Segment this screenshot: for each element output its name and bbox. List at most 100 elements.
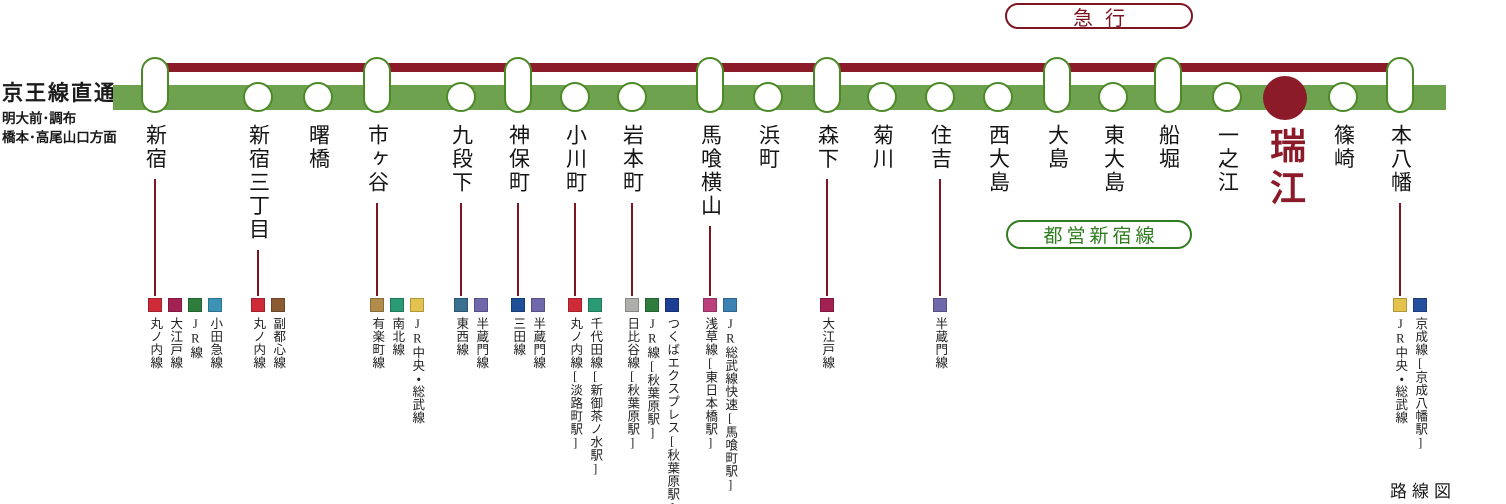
line-color-swatch xyxy=(645,298,659,312)
transfer-item: 丸ノ内線 xyxy=(145,298,165,369)
transfer-list: 丸ノ内線[淡路町駅] 千代田線[新御茶ノ水駅] xyxy=(565,298,605,476)
station-marker-local xyxy=(983,82,1013,112)
station-marker-express xyxy=(141,57,169,113)
transfer-item: 大江戸線 xyxy=(165,298,185,369)
transfer-list: 半蔵門線 xyxy=(930,298,950,369)
transfer-line-label: 千代田線[新御茶ノ水駅] xyxy=(588,317,603,476)
express-badge-label: 急行 xyxy=(1073,7,1137,30)
station-name: 小川町 xyxy=(563,124,588,195)
transfer-list: 丸ノ内線副都心線 xyxy=(248,298,288,369)
transfer-connector-line xyxy=(460,202,462,296)
station-marker-local xyxy=(753,82,783,112)
station-name: 東大島 xyxy=(1101,124,1126,195)
line-color-swatch xyxy=(820,298,834,312)
station-name: 菊川 xyxy=(870,124,895,171)
station-name: 岩本町 xyxy=(620,124,645,195)
transfer-line-label: JR線 xyxy=(188,317,203,359)
line-color-swatch xyxy=(370,298,384,312)
line-color-swatch xyxy=(723,298,737,312)
station-marker-express xyxy=(813,57,841,113)
line-color-swatch xyxy=(933,298,947,312)
line-color-swatch xyxy=(168,298,182,312)
transfer-item: 半蔵門線 xyxy=(528,298,548,369)
station-marker-express xyxy=(1386,57,1414,113)
station-name: 西大島 xyxy=(986,124,1011,195)
line-color-swatch xyxy=(511,298,525,312)
transfer-item: つくばエクスプレス[秋葉原駅] xyxy=(662,298,682,504)
transfer-connector-line xyxy=(257,249,259,296)
transfer-item: 日比谷線[秋葉原駅] xyxy=(622,298,642,504)
transfer-list: 三田線半蔵門線 xyxy=(508,298,548,369)
line-color-swatch xyxy=(531,298,545,312)
station-marker-express xyxy=(1043,57,1071,113)
transfer-item: 半蔵門線 xyxy=(930,298,950,369)
transfer-item: JR中央・総武線 xyxy=(407,298,427,424)
station-name: 市ヶ谷 xyxy=(365,124,390,195)
transfer-line-label: 丸ノ内線[淡路町駅] xyxy=(568,317,583,450)
express-route-line xyxy=(150,63,1396,72)
station-marker-local xyxy=(1328,82,1358,112)
transfer-line-label: JR中央・総武線 xyxy=(1393,317,1408,424)
transfer-item: 京成線[京成八幡駅] xyxy=(1410,298,1430,450)
transfer-line-label: 東西線 xyxy=(454,317,469,356)
line-color-swatch xyxy=(208,298,222,312)
station-marker-local xyxy=(560,82,590,112)
station-name: 浜町 xyxy=(756,124,781,171)
transfer-line-label: JR中央・総武線 xyxy=(410,317,425,424)
line-color-swatch xyxy=(625,298,639,312)
transfer-line-label: 南北線 xyxy=(390,317,405,356)
transfer-item: 三田線 xyxy=(508,298,528,369)
transfer-connector-line xyxy=(376,202,378,296)
transfer-connector-line xyxy=(154,179,156,296)
transfer-line-label: JR総武線快速[馬喰町駅] xyxy=(723,317,738,492)
transfer-line-label: 大江戸線 xyxy=(820,317,835,369)
transfer-line-label: 浅草線[東日本橋駅] xyxy=(703,317,718,450)
transfer-connector-line xyxy=(517,202,519,296)
transfer-list: 有楽町線南北線 JR中央・総武線 xyxy=(367,298,427,424)
transfer-item: 南北線 xyxy=(387,298,407,424)
transfer-item: 千代田線[新御茶ノ水駅] xyxy=(585,298,605,476)
station-name: 神保町 xyxy=(506,124,531,195)
transfer-line-label: 有楽町線 xyxy=(370,317,385,369)
line-color-swatch xyxy=(148,298,162,312)
keio-through-title: 京王線直通 xyxy=(2,81,117,105)
line-color-swatch xyxy=(410,298,424,312)
transfer-item: 丸ノ内線 xyxy=(248,298,268,369)
transfer-connector-line xyxy=(826,179,828,296)
station-name: 新宿三丁目 xyxy=(246,124,271,242)
line-color-swatch xyxy=(474,298,488,312)
transfer-item: JR線[秋葉原駅] xyxy=(642,298,662,504)
station-name: 瑞江 xyxy=(1265,127,1305,211)
line-name-badge: 都営新宿線 xyxy=(1006,220,1192,249)
station-name: 篠崎 xyxy=(1331,124,1356,171)
transfer-line-label: 小田急線 xyxy=(208,317,223,369)
keio-through-note: 京王線直通 明大前･調布 橋本･高尾山口方面 xyxy=(2,82,117,145)
station-name: 馬喰横山 xyxy=(698,124,723,218)
transfer-line-label: 丸ノ内線 xyxy=(148,317,163,369)
transfer-connector-line xyxy=(574,202,576,296)
transfer-line-label: 半蔵門線 xyxy=(933,317,948,369)
transfer-line-label: JR線[秋葉原駅] xyxy=(645,317,660,440)
line-color-swatch xyxy=(271,298,285,312)
transfer-line-label: 半蔵門線 xyxy=(474,317,489,369)
transfer-line-label: 日比谷線[秋葉原駅] xyxy=(625,317,640,450)
line-color-swatch xyxy=(390,298,404,312)
transfer-line-label: つくばエクスプレス[秋葉原駅] xyxy=(665,317,680,504)
line-color-swatch xyxy=(1413,298,1427,312)
transfer-item: 副都心線 xyxy=(268,298,288,369)
transfer-item: JR中央・総武線 xyxy=(1390,298,1410,450)
transfer-connector-line xyxy=(939,179,941,296)
transfer-item: 浅草線[東日本橋駅] xyxy=(700,298,720,492)
line-color-swatch xyxy=(568,298,582,312)
line-color-swatch xyxy=(1393,298,1407,312)
transfer-item: 丸ノ内線[淡路町駅] xyxy=(565,298,585,476)
keio-destination-1: 明大前･調布 xyxy=(2,111,77,126)
transfer-connector-line xyxy=(709,226,711,296)
station-marker-express xyxy=(696,57,724,113)
express-badge: 急行 xyxy=(1005,3,1193,30)
station-marker-local xyxy=(867,82,897,112)
station-name: 本八幡 xyxy=(1388,124,1413,195)
station-marker-local xyxy=(303,82,333,112)
station-marker-local xyxy=(1212,82,1242,112)
station-marker-local xyxy=(925,82,955,112)
